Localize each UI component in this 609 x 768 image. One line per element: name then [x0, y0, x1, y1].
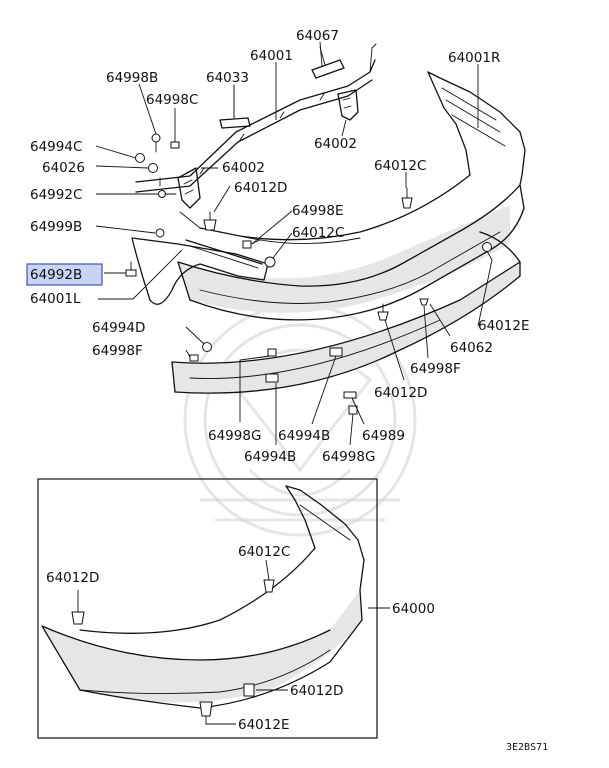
diagram-code: 3E2BS71 [506, 742, 548, 753]
clip-64012C-side [264, 256, 276, 268]
screw-64998B [151, 133, 161, 153]
label-64998F-right[interactable]: 64998F [410, 361, 461, 377]
label-64994D[interactable]: 64994D [92, 320, 145, 336]
bumper-absorber-64062 [171, 231, 521, 394]
label-64033[interactable]: 64033 [206, 70, 249, 86]
clip-64012D-lower-right [243, 683, 255, 697]
trim-64033 [219, 84, 251, 129]
nut-64994B-left [265, 373, 279, 383]
clip-64012D-upper [203, 211, 217, 231]
screw-64998F-left [189, 354, 199, 362]
label-64998E[interactable]: 64998E [292, 203, 343, 219]
label-64026[interactable]: 64026 [42, 160, 85, 176]
label-64998G-right[interactable]: 64998G [322, 449, 375, 465]
label-64012C-upper[interactable]: 64012C [374, 158, 426, 174]
label-64002-right[interactable]: 64002 [314, 136, 357, 152]
screw-64998E [242, 239, 261, 249]
clip-64012E-upper [482, 242, 492, 252]
clip-64012C-lower [263, 579, 275, 593]
screw-64998G-left [267, 348, 277, 357]
bumper-assembly-64000-frame [37, 478, 378, 739]
label-64012D-mid[interactable]: 64012D [374, 385, 427, 401]
leader-lines [77, 41, 493, 725]
label-64012C-side[interactable]: 64012C [292, 225, 344, 241]
label-64989[interactable]: 64989 [362, 428, 405, 444]
label-64998F-left[interactable]: 64998F [92, 343, 143, 359]
label-64012E-upper[interactable]: 64012E [478, 318, 529, 334]
bumper-assembly-64000 [41, 485, 365, 709]
screw-64992C [158, 190, 177, 198]
screw-64998F-right [419, 298, 429, 306]
label-64000[interactable]: 64000 [392, 601, 435, 617]
rear-panel-reinforcement [135, 43, 377, 193]
bracket-64002-left [177, 167, 201, 209]
label-64998C[interactable]: 64998C [146, 92, 198, 108]
bumper-side-64001L [131, 237, 269, 305]
label-64001[interactable]: 64001 [250, 48, 293, 64]
nut-64994C [135, 153, 145, 163]
label-64012D-lower-right[interactable]: 64012D [290, 683, 343, 699]
label-64992C[interactable]: 64992C [30, 187, 82, 203]
label-64001R[interactable]: 64001R [448, 50, 500, 66]
clip-64989 [343, 391, 357, 399]
screw-64998C [170, 129, 180, 149]
clip-64012D-mid [377, 303, 389, 321]
bumper-cover-upper [177, 71, 526, 321]
trim-64067 [311, 46, 345, 79]
clip-64012D-lower-left [71, 604, 85, 625]
label-64992B[interactable]: 64992B [30, 267, 82, 283]
label-64998G-left[interactable]: 64998G [208, 428, 261, 444]
label-64067[interactable]: 64067 [296, 28, 339, 44]
label-64994C[interactable]: 64994C [30, 139, 82, 155]
clip-64012E-lower [199, 701, 213, 717]
label-64012D-upper[interactable]: 64012D [234, 180, 287, 196]
nut-64994D [202, 342, 212, 352]
label-64994B-left[interactable]: 64994B [244, 449, 296, 465]
clip-64026 [148, 163, 158, 173]
clip-64012C-upper [401, 187, 413, 209]
screw-64998G-right [348, 405, 358, 415]
label-64994B-right[interactable]: 64994B [278, 428, 330, 444]
nut-64994B-right [329, 347, 343, 357]
nut-64999B [155, 228, 165, 238]
label-64001L[interactable]: 64001L [30, 291, 81, 307]
bracket-64002-right [337, 89, 359, 121]
label-64998B[interactable]: 64998B [106, 70, 158, 86]
bolt-64992B [125, 261, 137, 277]
label-64012C-lower[interactable]: 64012C [238, 544, 290, 560]
label-64012D-lower-left[interactable]: 64012D [46, 570, 99, 586]
highlight-box-64992B [26, 263, 103, 286]
label-64062[interactable]: 64062 [450, 340, 493, 356]
label-64012E-lower[interactable]: 64012E [238, 717, 289, 733]
label-64002-left[interactable]: 64002 [222, 160, 265, 176]
label-64999B[interactable]: 64999B [30, 219, 82, 235]
